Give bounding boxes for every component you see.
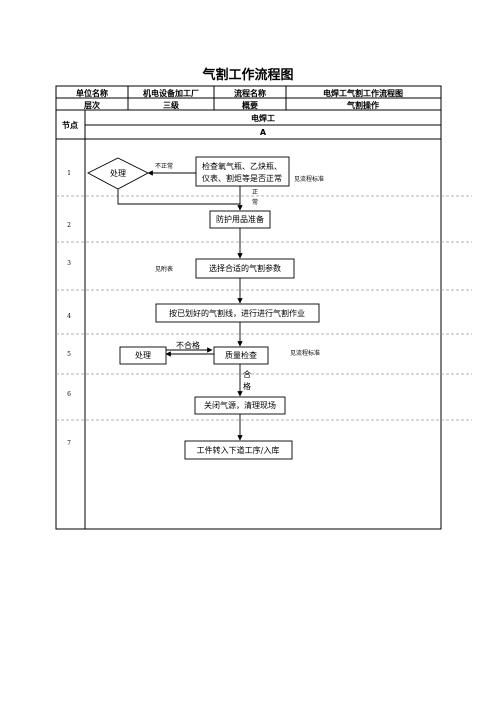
see-standard-2: 见流程标准 (290, 349, 320, 357)
table-grid (55, 85, 442, 530)
see-standard-1: 见流程标准 (294, 175, 324, 183)
decision-handle: 处理 (87, 157, 149, 190)
box-check-line-2: 仪表、割炬等是否正常 (202, 173, 282, 183)
lane-label: A (260, 128, 267, 137)
unqualified-label: 不合格 (176, 340, 200, 350)
decision-label: 处理 (110, 168, 126, 178)
qualified-label-1: 合 (243, 369, 251, 379)
row-number: 7 (67, 440, 71, 447)
box-close-label: 关闭气源，清理现场 (204, 400, 276, 410)
summary-value: 气割操作 (346, 100, 379, 110)
box-check-line-1: 检查氧气瓶、乙炔瓶、 (202, 161, 282, 171)
qualified-label-2: 格 (243, 381, 251, 391)
row-number: 3 (67, 260, 71, 267)
level-value: 三级 (163, 100, 180, 110)
normal-label-1: 正 (252, 189, 258, 196)
process-label: 流程名称 (234, 88, 266, 98)
box-transfer-label: 工件转入下道工序/入库 (197, 445, 280, 455)
row-number: 5 (67, 351, 71, 358)
normal-label-2: 常 (252, 198, 258, 206)
row-separators (56, 195, 472, 421)
box-params: 选择合适的气割参数 (195, 258, 295, 279)
box-cut: 按已划好的气割线，进行进行气割作业 (155, 303, 320, 323)
node-label: 节点 (62, 120, 78, 130)
abnormal-label: 不正常 (155, 162, 173, 170)
box-params-label: 选择合适的气割参数 (209, 263, 281, 273)
box-check: 检查氧气瓶、乙炔瓶、 仪表、割炬等是否正常 (195, 156, 290, 187)
box-inspect-label: 质量检查 (225, 350, 257, 360)
row-number: 6 (67, 391, 71, 398)
box-close: 关闭气源，清理现场 (194, 396, 286, 415)
box-protect-label: 防护用品准备 (216, 214, 264, 224)
summary-label: 概要 (242, 100, 258, 110)
box-cut-label: 按已划好的气割线，进行进行气割作业 (169, 308, 305, 318)
page-title: 气割工作流程图 (202, 68, 294, 83)
connectors (117, 170, 243, 441)
row-numbers: 1 2 3 4 5 6 7 (67, 170, 71, 447)
level-label: 层次 (83, 100, 100, 110)
box-protect: 防护用品准备 (209, 210, 271, 229)
unit-label: 单位名称 (76, 88, 108, 98)
box-inspect: 质量检查 (213, 346, 269, 365)
box-transfer: 工件转入下道工序/入库 (184, 440, 293, 460)
decision-diamond (87, 157, 149, 190)
box-handle-2: 处理 (119, 346, 167, 365)
row-number: 2 (67, 222, 71, 229)
row-number: 1 (67, 170, 71, 177)
see-appendix: 见附表 (155, 265, 173, 273)
process-value: 电焊工气割工作流程图 (323, 88, 403, 98)
role-label: 电焊工 (251, 113, 275, 123)
unit-value: 机电设备加工厂 (143, 88, 199, 98)
box-handle-2-label: 处理 (135, 350, 151, 360)
row-number: 4 (67, 313, 71, 320)
